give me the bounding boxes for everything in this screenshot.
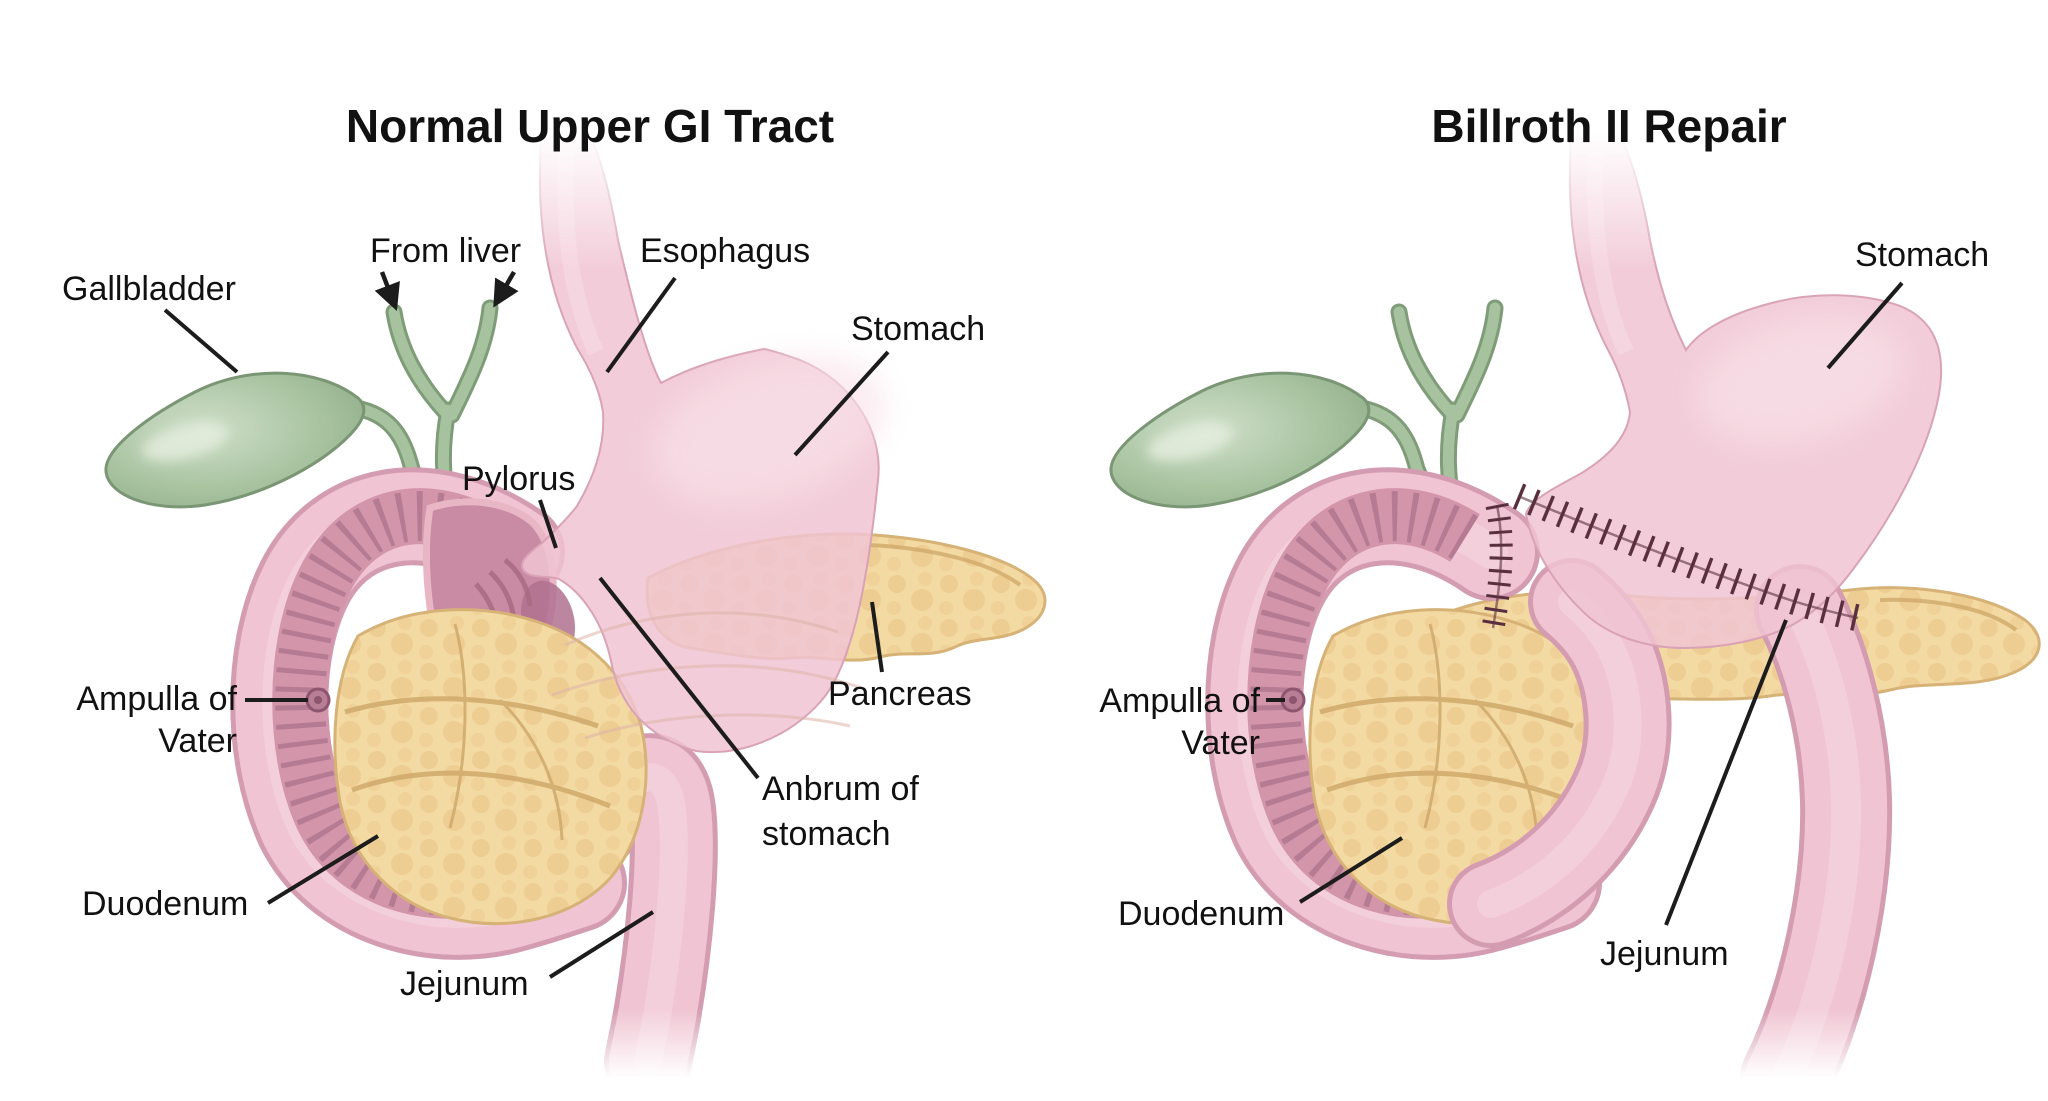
label-pancreas: Pancreas [828, 675, 972, 713]
leader-jejunum-right [1664, 619, 1788, 926]
panel-billroth-ii: Billroth II Repair Stomach Ampulla of Va… [1099, 100, 2041, 1101]
leader-duodenum-left [266, 834, 380, 905]
leader-antrum [598, 576, 760, 780]
leader-pylorus [538, 499, 558, 549]
leader-gallbladder [163, 308, 239, 374]
title-normal-gi: Normal Upper GI Tract [346, 100, 834, 152]
jejunum-afferent-limb [1447, 558, 1672, 948]
panel-normal-gi: Normal Upper GI Tract From liver Esophag… [62, 100, 1047, 1101]
leader-stomach-right [1826, 281, 1904, 370]
leader-stomach-left [793, 350, 890, 457]
leader-jejunum-left [548, 910, 655, 979]
label-antrum-1: Anbrum of [762, 770, 919, 808]
label-esophagus: Esophagus [640, 232, 810, 270]
label-ampulla-right-1: Ampulla of [1099, 682, 1260, 720]
label-ampulla-left-2: Vater [158, 722, 237, 760]
leader-duodenum-right [1298, 836, 1404, 904]
stomach-esophagus-group [521, 132, 887, 753]
stomach-pouch-group [1524, 132, 1943, 650]
label-duodenum-right: Duodenum [1118, 895, 1284, 933]
antrum-folds [551, 611, 863, 740]
from-liver-arrow-right [493, 270, 519, 308]
label-stomach-left: Stomach [851, 310, 985, 348]
esophagus-sheen-right [1587, 151, 1634, 356]
suture-duodenal-stump [1481, 502, 1513, 630]
label-jejunum-left: Jejunum [400, 965, 529, 1003]
esophagus-sheen [557, 151, 604, 356]
leader-lines-right [1266, 281, 1904, 926]
suture-gastrojejunostomy [1512, 483, 1861, 632]
label-pylorus: Pylorus [462, 460, 575, 498]
label-stomach-right: Stomach [1855, 236, 1989, 274]
label-ampulla-right-2: Vater [1181, 724, 1260, 762]
title-billroth-ii: Billroth II Repair [1431, 100, 1786, 152]
pancreas-head-shape [335, 610, 646, 924]
jejunum-efferent-shape [1740, 564, 1893, 1101]
label-gallbladder: Gallbladder [62, 270, 236, 308]
label-antrum-2: stomach [762, 815, 891, 853]
label-duodenum-left: Duodenum [82, 885, 248, 923]
bottom-fade [0, 1008, 2048, 1101]
label-from-liver: From liver [370, 232, 521, 270]
leader-lines-left [163, 270, 890, 979]
from-liver-arrow-left [374, 271, 400, 312]
label-ampulla-left-1: Ampulla of [76, 680, 237, 718]
leader-esophagus [605, 276, 677, 374]
leader-pancreas [870, 601, 884, 673]
label-jejunum-right: Jejunum [1600, 935, 1729, 973]
